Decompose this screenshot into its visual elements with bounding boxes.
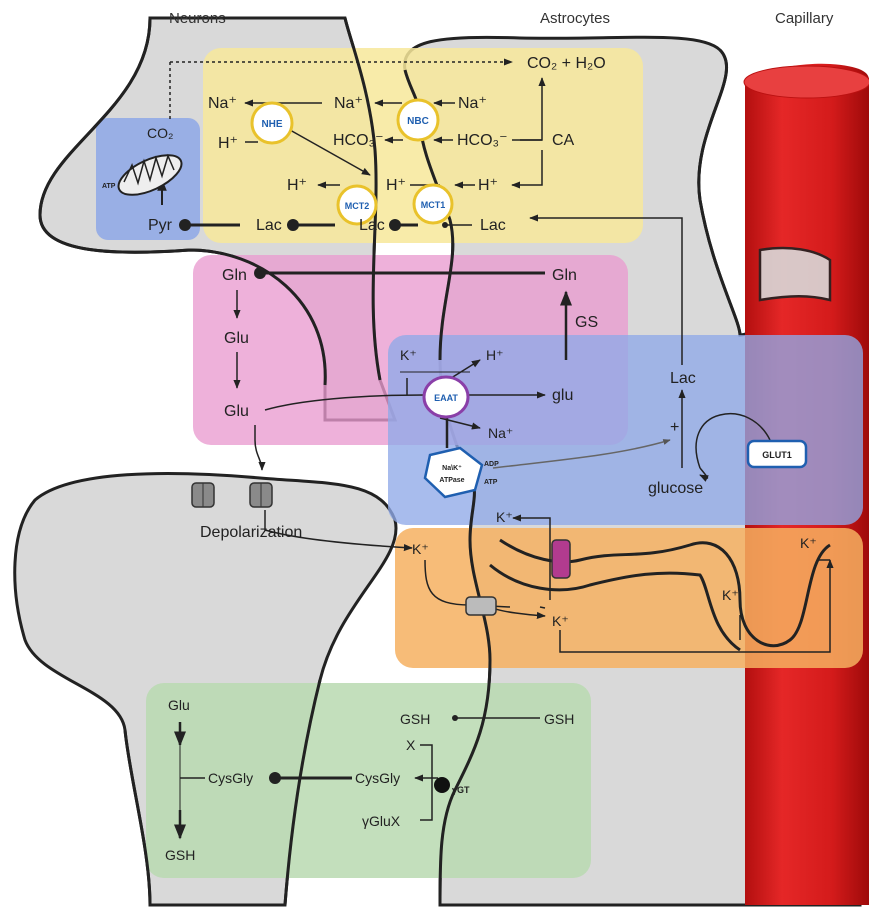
orange-box: [395, 528, 863, 668]
h-right-label: H⁺: [478, 177, 498, 194]
mct1-transporter: MCT1: [414, 185, 452, 223]
header-neurons: Neurons: [169, 10, 226, 27]
k-channel-label: K⁺: [552, 613, 569, 629]
glut1-label: GLUT1: [762, 450, 792, 460]
lac-astro-label: Lac: [480, 217, 506, 234]
mct2-label: MCT2: [345, 201, 370, 211]
h-mid-label: H⁺: [386, 177, 406, 194]
gs-label: GS: [575, 314, 598, 331]
co2-h2o-label: CO₂ + H₂O: [527, 55, 606, 72]
cysgly-right-label: CysGly: [355, 770, 400, 786]
mito-co2-label: CO₂: [147, 125, 173, 141]
ygt-enzyme-dot: [434, 777, 450, 793]
k-atpase-label: K⁺: [496, 509, 513, 525]
atpase-label-line1: Na\K⁺: [442, 464, 462, 472]
k-channel-pink: [552, 540, 570, 578]
lac-mid-label: Lac: [359, 217, 385, 234]
lac-neuron-label: Lac: [256, 217, 282, 234]
nhe-label: NHE: [261, 119, 282, 130]
cysgly-left-label: CysGly: [208, 770, 253, 786]
k-cap-label: K⁺: [800, 535, 817, 551]
na-right-label: Na⁺: [458, 95, 487, 112]
adp-label: ADP: [484, 461, 499, 468]
gsh-mid-label: GSH: [400, 711, 430, 727]
mito-atp-label: ATP: [102, 183, 116, 190]
na-left-label: Na⁺: [208, 95, 237, 112]
mct1-label: MCT1: [421, 200, 446, 210]
nbc-transporter: NBC: [398, 100, 438, 140]
yglux-label: γGluX: [362, 813, 401, 829]
atp-label: ATP: [484, 479, 498, 486]
depolarization-label: Depolarization: [200, 524, 302, 541]
gln-neuron-label: Gln: [222, 267, 247, 284]
ygt-label: γGT: [452, 785, 470, 795]
glucose-label: glucose: [648, 480, 703, 497]
k-right-label: K⁺: [722, 587, 739, 603]
k-channel-grey: [466, 597, 496, 615]
ca-label: CA: [552, 132, 575, 149]
gsh-right-label: GSH: [544, 711, 574, 727]
gln-astro-label: Gln: [552, 267, 577, 284]
nhe-transporter: NHE: [252, 103, 292, 143]
x-label: X: [406, 737, 416, 753]
k-left-label: K⁺: [412, 541, 429, 557]
header-astrocytes: Astrocytes: [540, 10, 610, 27]
lac-blue-label: Lac: [670, 370, 696, 387]
hco3-right-label: HCO₃⁻: [457, 132, 508, 149]
pyr-label: Pyr: [148, 217, 173, 234]
eaat-label: EAAT: [434, 393, 458, 403]
k-eaat-label: K⁺: [400, 347, 417, 363]
h-mct2-label: H⁺: [287, 177, 307, 194]
h-left-label: H⁺: [218, 135, 238, 152]
glut1-transporter: GLUT1: [748, 441, 806, 467]
plus-label: +: [670, 419, 679, 436]
na-mid-label: Na⁺: [334, 95, 363, 112]
gsh-neuron-label: GSH: [165, 847, 195, 863]
header-capillary: Capillary: [775, 10, 834, 27]
glu-bottom-label: Glu: [224, 403, 249, 420]
glu-green-label: Glu: [168, 697, 190, 713]
glu-astro-label: glu: [552, 387, 573, 404]
atpase-label-line2: ATPase: [439, 477, 464, 484]
h-eaat-label: H⁺: [486, 347, 504, 363]
glu-top-label: Glu: [224, 330, 249, 347]
na-eaat-label: Na⁺: [488, 425, 513, 441]
nbc-label: NBC: [407, 116, 429, 127]
blue-box: [388, 335, 863, 525]
eaat-transporter: EAAT: [424, 377, 468, 417]
hco3-mid-label: HCO₃⁻: [333, 132, 384, 149]
